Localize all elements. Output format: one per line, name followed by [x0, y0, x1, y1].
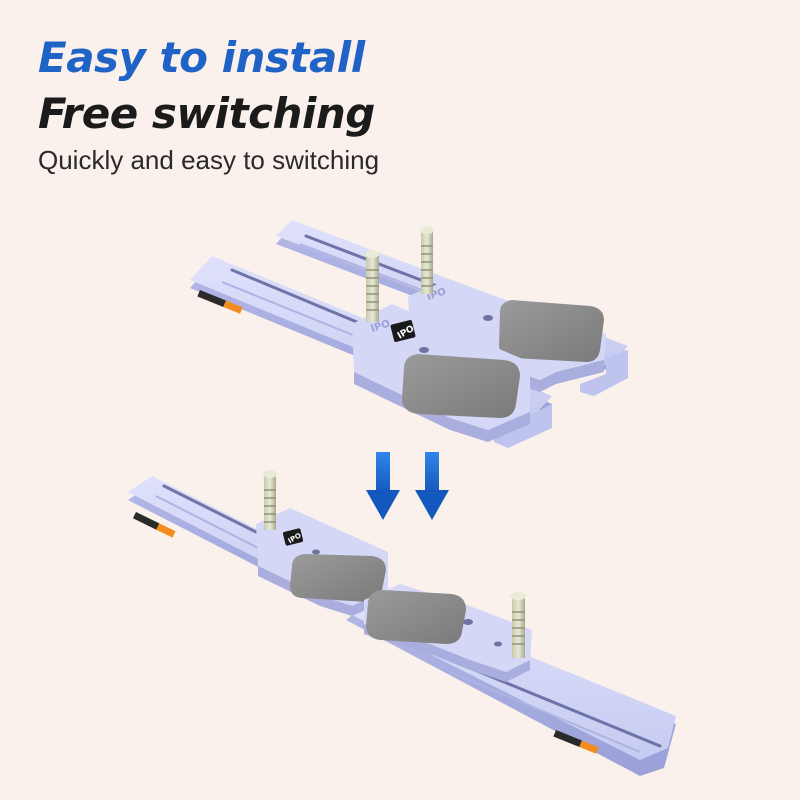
plate-front-top: IPO IPO — [352, 304, 530, 442]
brand-label — [132, 512, 176, 538]
post-front-top — [365, 250, 379, 322]
post-back-top — [420, 226, 434, 294]
post-left-bottom — [263, 470, 277, 530]
headline-free-switching: Free switching — [38, 89, 375, 138]
arrow-down-icon — [366, 452, 400, 520]
top-assembly: IPO IPO IPO — [190, 220, 628, 448]
subtitle: Quickly and easy to switching — [38, 145, 380, 175]
plate-back-top: IPO — [408, 280, 606, 392]
plate-right-bottom — [364, 584, 532, 682]
plate-left-bottom: IPO — [256, 508, 388, 616]
brand-label — [553, 730, 599, 754]
brand-label — [197, 290, 243, 314]
post-right-bottom — [510, 592, 526, 658]
arrow-down-icon — [415, 452, 449, 520]
bottom-assembly: IPO — [128, 470, 676, 776]
headline-easy-to-install: Easy to install — [38, 33, 365, 82]
